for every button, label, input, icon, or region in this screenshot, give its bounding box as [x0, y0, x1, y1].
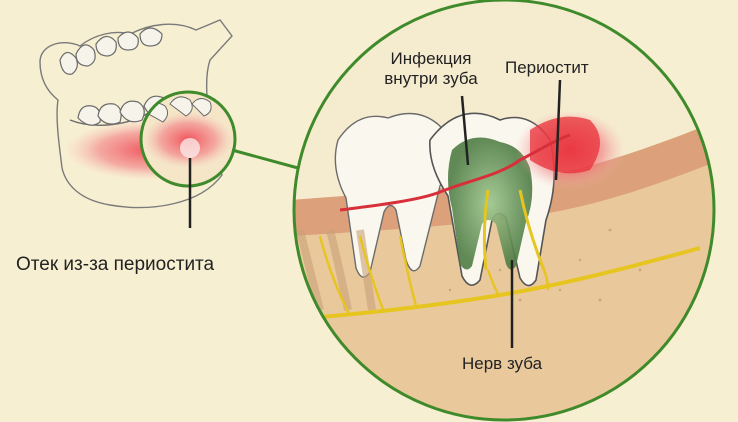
tooth-infection [448, 137, 533, 270]
nerve-label: Нерв зуба [462, 354, 543, 373]
upper-teeth [59, 27, 163, 75]
periostitis-pointer-line [554, 79, 562, 181]
infection-label: Инфекция внутри зуба [366, 49, 496, 89]
edema-label: Отек из-за периостита [16, 254, 215, 275]
inflammation-line [339, 133, 571, 212]
periostitis-label: Периостит [505, 58, 589, 77]
big-zoom-circle [292, 0, 716, 422]
infection-label-line2: внутри зуба [384, 69, 478, 88]
infection-label-line1: Инфекция [390, 49, 472, 68]
zoom-connector [231, 148, 299, 170]
small-zoom-circle [139, 90, 237, 188]
main-nerve [309, 246, 701, 320]
infection-pointer-line [460, 95, 470, 166]
